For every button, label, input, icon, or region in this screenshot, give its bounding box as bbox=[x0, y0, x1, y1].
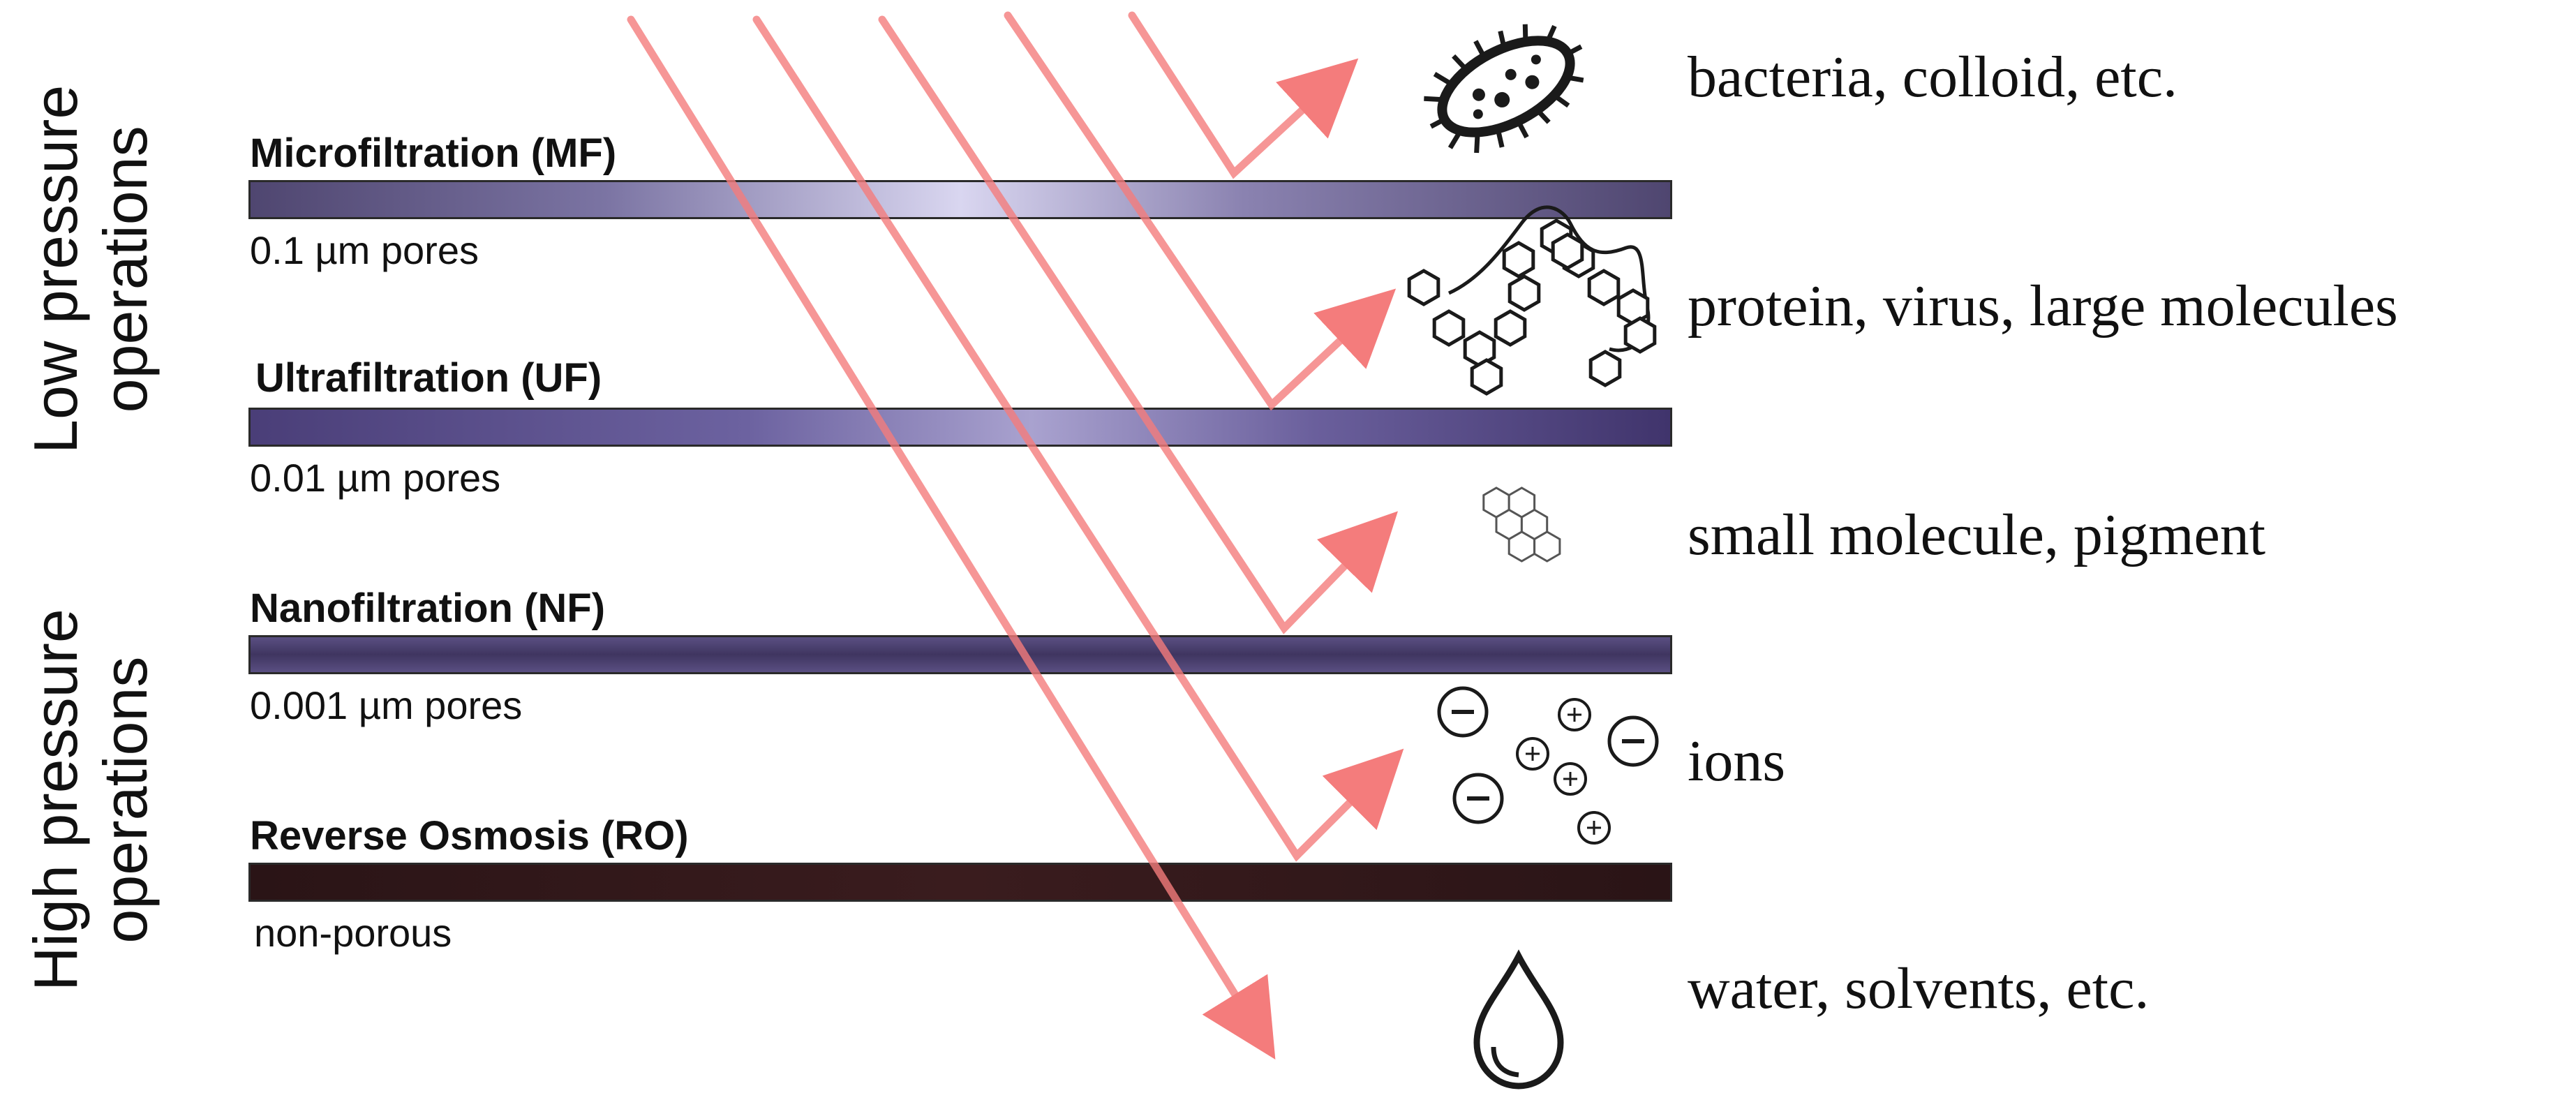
hexagon-ring bbox=[1551, 232, 1584, 270]
hexagon-ring bbox=[1502, 241, 1535, 278]
cation bbox=[1577, 811, 1611, 845]
arrow-water bbox=[627, 15, 1276, 1060]
hexagon-ring bbox=[1432, 309, 1466, 347]
hexagon-ring bbox=[1587, 269, 1621, 306]
arrow-bacteria bbox=[1128, 11, 1359, 179]
hexagon-ring bbox=[1494, 309, 1527, 347]
membrane-name-uf: Ultrafiltration (UF) bbox=[255, 355, 602, 401]
water-drop-icon bbox=[1473, 949, 1564, 1090]
pore-label-mf: 0.1 µm pores bbox=[250, 228, 479, 272]
protein-chain-icon bbox=[1407, 205, 1657, 396]
particle-label-water: water, solvents, etc. bbox=[1688, 956, 2150, 1021]
particle-label-protein: protein, virus, large molecules bbox=[1688, 274, 2398, 339]
anion bbox=[1437, 686, 1489, 738]
membrane-bar-nf bbox=[248, 635, 1672, 674]
membrane-name-nf: Nanofiltration (NF) bbox=[250, 586, 606, 631]
arrow-small-molecule bbox=[878, 15, 1399, 634]
pore-label-nf: 0.001 µm pores bbox=[250, 683, 523, 727]
bacteria-icon bbox=[1424, 24, 1584, 154]
cation bbox=[1554, 762, 1587, 796]
small-molecule-icon bbox=[1482, 486, 1561, 563]
arrow-protein bbox=[1004, 11, 1397, 411]
pore-label-uf: 0.01 µm pores bbox=[250, 456, 501, 500]
particle-label-small-molecule: small molecule, pigment bbox=[1688, 503, 2266, 567]
hexagon-ring bbox=[1533, 530, 1561, 563]
cation bbox=[1558, 698, 1591, 731]
membrane-name-mf: Microfiltration (MF) bbox=[250, 131, 617, 176]
anion bbox=[1452, 773, 1504, 824]
cation bbox=[1516, 737, 1549, 771]
hexagon-ring bbox=[1507, 530, 1536, 563]
membrane-bar-ro bbox=[248, 863, 1672, 902]
hexagon-ring bbox=[1623, 316, 1657, 354]
membrane-bar-mf bbox=[248, 180, 1672, 219]
hexagon-ring bbox=[1588, 350, 1622, 387]
hexagon-ring bbox=[1507, 274, 1541, 312]
particle-label-ions: ions bbox=[1688, 729, 1786, 794]
pore-label-ro: non-porous bbox=[254, 911, 452, 955]
anion bbox=[1607, 715, 1659, 767]
ions-icon bbox=[1437, 686, 1659, 845]
arrow-ions bbox=[752, 15, 1404, 862]
particle-label-bacteria: bacteria, colloid, etc. bbox=[1688, 45, 2177, 110]
hexagon-ring bbox=[1470, 358, 1503, 396]
hexagon-ring bbox=[1407, 269, 1440, 306]
membrane-name-ro: Reverse Osmosis (RO) bbox=[250, 813, 689, 858]
membrane-bar-uf bbox=[248, 408, 1672, 447]
